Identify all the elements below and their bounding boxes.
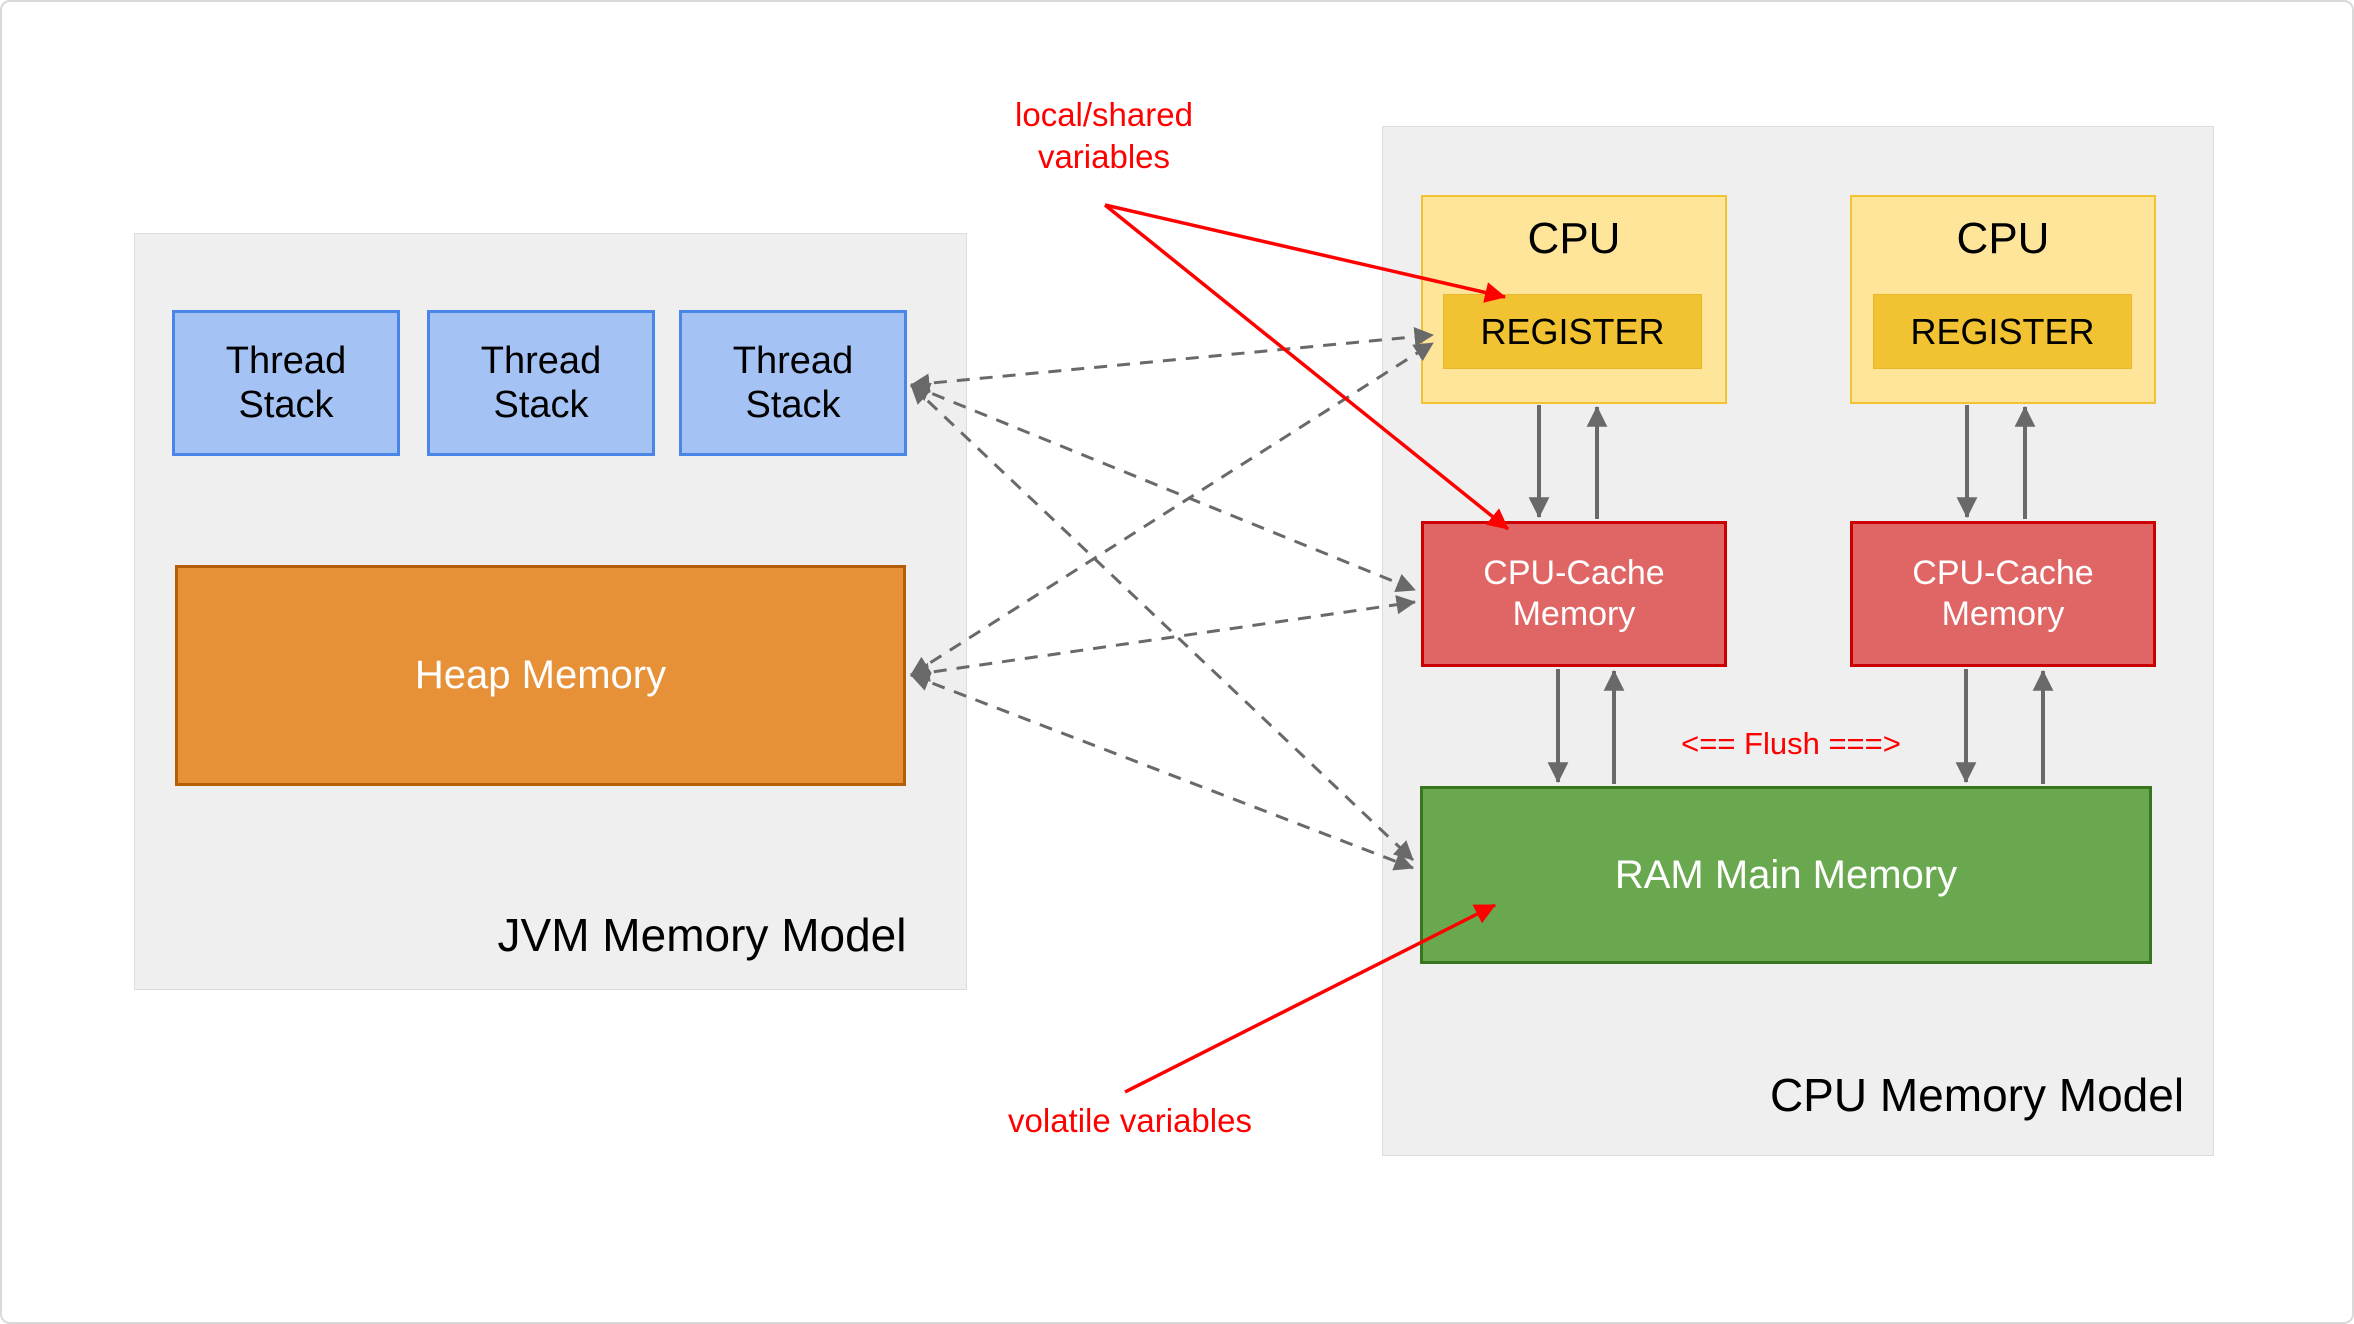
dashed-arrow-thread-cache [910,382,1416,593]
dashed-arrow-thread-ram [909,383,1415,862]
ram-main-memory-box: RAM Main Memory [1420,786,2152,964]
dashed-arrow-heap-register [910,341,1434,677]
cpu-label-1: CPU [1527,214,1621,263]
cpu-memory-model-title: CPU Memory Model [1769,1069,2185,1121]
thread-stack-box-3: Thread Stack [679,310,907,456]
dashed-arrow-thread-register [910,327,1434,393]
heap-memory-box: Heap Memory [175,565,906,786]
cpu-label-2: CPU [1956,214,2050,263]
cpu-box-2: CPU REGISTER [1850,195,2156,404]
cpu-cache-box-2: CPU-Cache Memory [1850,521,2156,667]
jvm-memory-model-title: JVM Memory Model [497,909,907,961]
flush-label: <== Flush ===> [1681,726,1901,761]
local-shared-variables-label: local/shared variables [1015,96,1193,176]
cpu-box-1: CPU REGISTER [1421,195,1727,404]
dashed-arrow-heap-cache [910,595,1416,682]
register-box-1: REGISTER [1443,294,1702,369]
volatile-variables-label: volatile variables [1008,1102,1252,1139]
register-box-2: REGISTER [1873,294,2132,369]
cpu-cache-box-1: CPU-Cache Memory [1421,521,1727,667]
thread-stack-box-2: Thread Stack [427,310,655,456]
thread-stack-box-1: Thread Stack [172,310,400,456]
dashed-arrow-heap-ram [910,672,1414,871]
